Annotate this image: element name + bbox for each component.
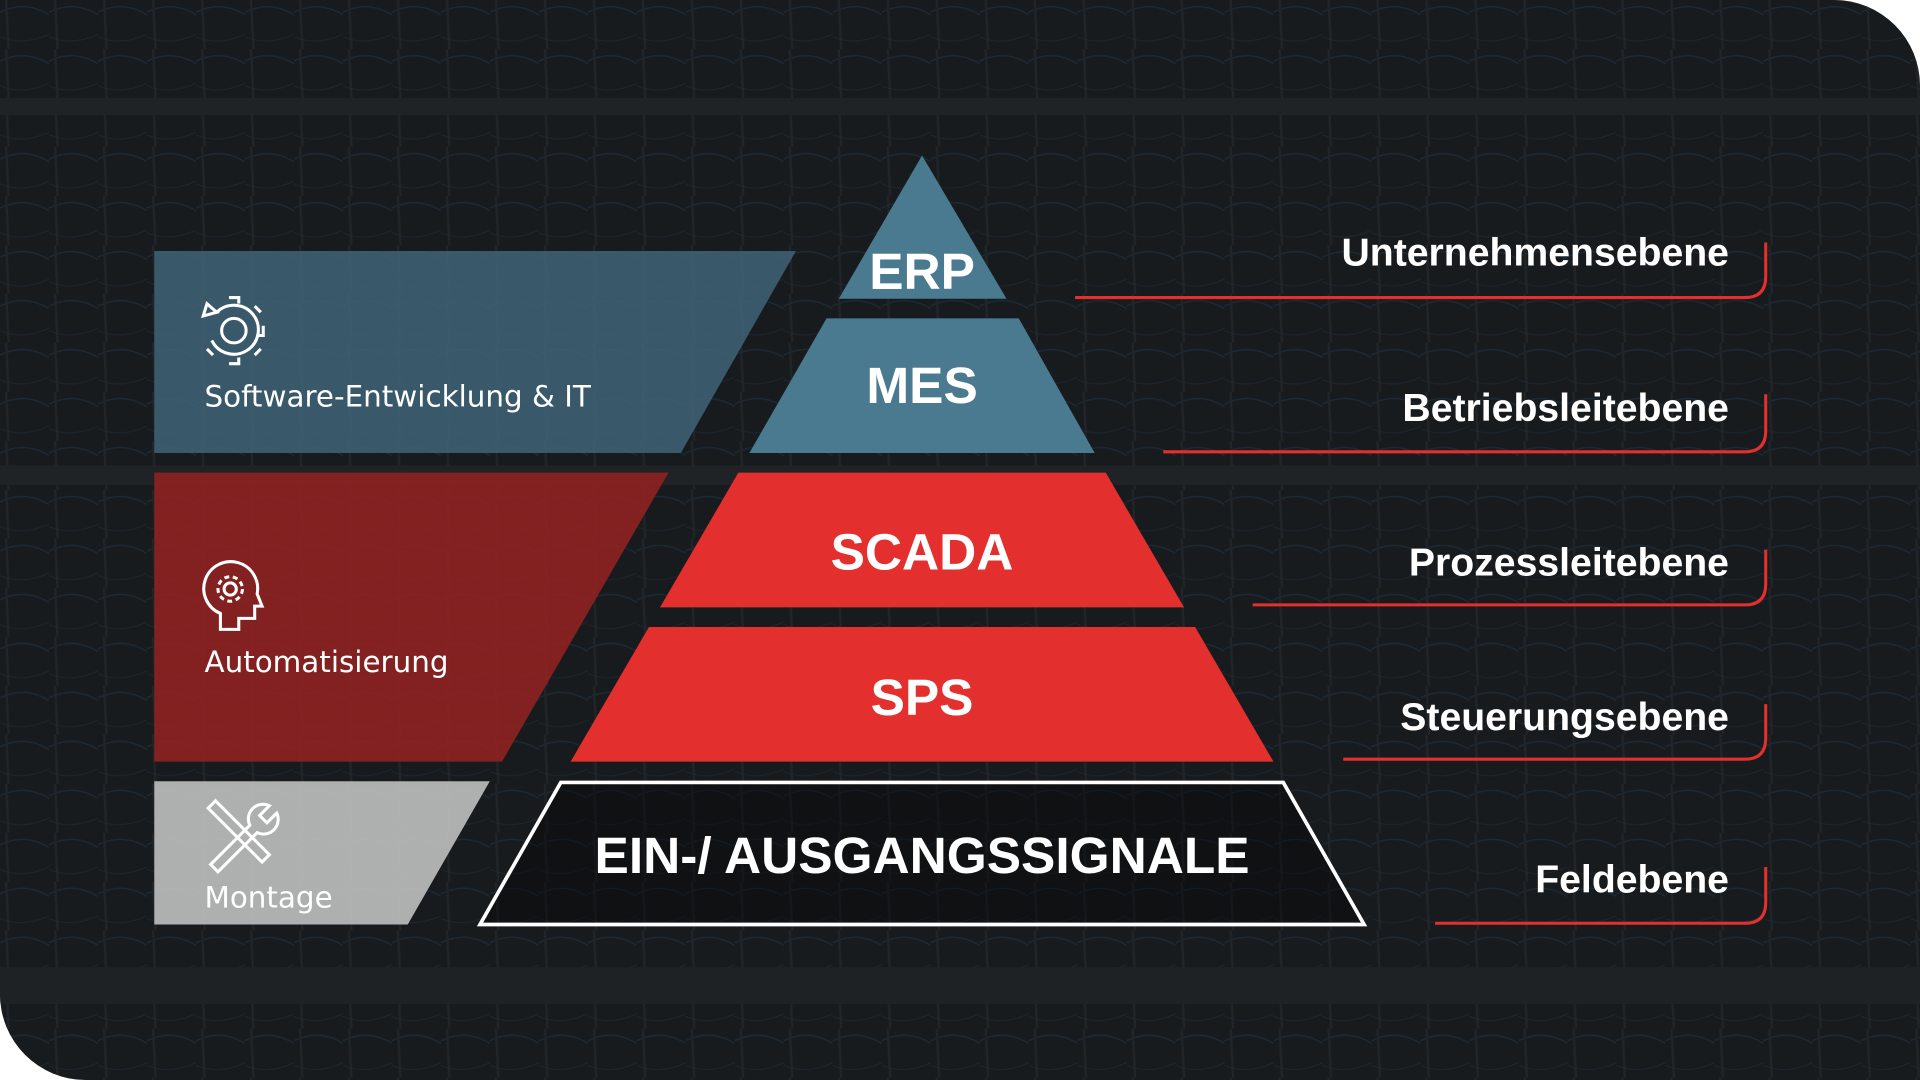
connector-line-unternehmensebene: [1075, 242, 1768, 300]
level-label-steuerungsebene: Steuerungsebene: [1400, 696, 1729, 739]
gear-refresh-icon: [201, 296, 265, 366]
pyramid-level-erp: [838, 155, 1007, 299]
category-label-assembly: Montage: [204, 880, 332, 914]
pyramid-level-sps: [570, 626, 1274, 762]
assembly-panel: [154, 781, 490, 925]
it-panel: [154, 251, 796, 454]
level-label-unternehmensebene: Unternehmensebene: [1341, 232, 1728, 275]
pyramid-level-scada: [660, 472, 1185, 608]
pyramid-label-io: EIN-/ AUSGANGSSIGNALE: [595, 826, 1250, 884]
wrench-screwdriver-icon: [205, 798, 280, 875]
pyramid-level-io: [476, 780, 1368, 927]
connector-line-feldebene: [1435, 866, 1768, 925]
level-label-betriebsleitebene: Betriebsleitebene: [1402, 387, 1729, 430]
category-label-it: Software-Entwicklung & IT: [204, 380, 591, 414]
level-label-prozessleitebene: Prozessleitebene: [1409, 542, 1729, 585]
pyramid-label-sps: SPS: [871, 668, 974, 726]
category-label-automation: Automatisierung: [204, 645, 448, 679]
pyramid-level-mes: [749, 318, 1095, 454]
connector-line-steuerungsebene: [1343, 704, 1768, 761]
level-connector-lines: [1075, 242, 1768, 925]
automation-panel: [154, 472, 669, 762]
connector-line-betriebsleitebene: [1163, 394, 1768, 454]
head-gear-icon: [202, 560, 265, 631]
pyramid-label-mes: MES: [866, 356, 977, 414]
connector-line-prozessleitebene: [1252, 549, 1768, 607]
pyramid-label-scada: SCADA: [831, 522, 1014, 580]
level-label-feldebene: Feldebene: [1535, 859, 1729, 902]
pyramid-label-erp: ERP: [869, 242, 975, 300]
